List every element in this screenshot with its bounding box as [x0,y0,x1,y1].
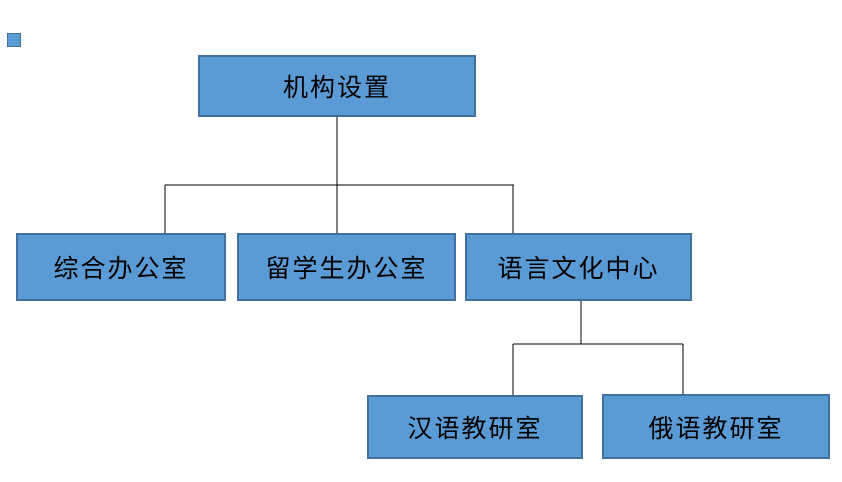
org-node-intl-students-office: 留学生办公室 [237,233,456,301]
org-node-russian-teaching-office-label: 俄语教研室 [648,413,784,443]
org-node-general-office: 综合办公室 [16,233,226,301]
org-node-russian-teaching-office: 俄语教研室 [602,394,830,459]
org-node-chinese-teaching-office: 汉语教研室 [367,395,583,459]
org-node-language-culture-center: 语言文化中心 [465,233,692,301]
org-node-language-culture-center-label: 语言文化中心 [497,254,660,283]
org-node-intl-students-office-label: 留学生办公室 [265,254,428,283]
stray-blue-square [7,33,21,47]
org-node-root-label: 机构设置 [282,73,391,102]
org-node-general-office-label: 综合办公室 [53,254,189,283]
org-node-chinese-teaching-office-label: 汉语教研室 [407,414,543,443]
org-node-root: 机构设置 [198,55,476,117]
